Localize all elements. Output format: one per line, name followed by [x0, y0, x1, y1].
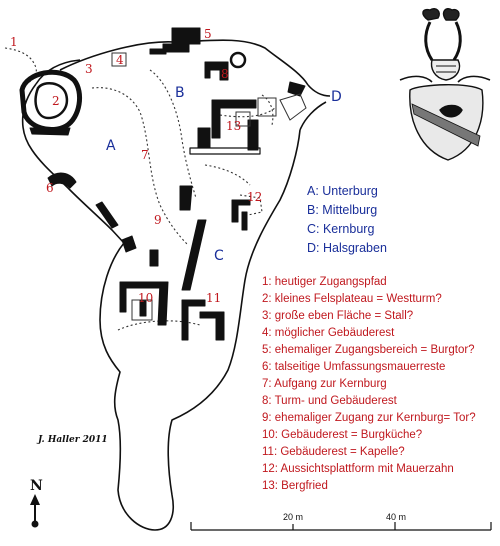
number-markers: 1 2 3 4 5 6 7 8 9 10 11 12 13 [10, 27, 262, 305]
legend-item-8: 8: Turm- und Gebäuderest [262, 395, 398, 407]
marker-13: 13 [226, 119, 241, 133]
marker-3: 3 [85, 62, 93, 76]
scale-label-40m: 40 m [386, 512, 406, 522]
legend-item-1: 1: heutiger Zugangspfad [262, 276, 387, 288]
marker-12: 12 [247, 190, 262, 204]
legend-item-5: 5: ehemaliger Zugangsbereich = Burgtor? [262, 344, 475, 356]
marker-2: 2 [52, 94, 60, 108]
outline-structures [111, 52, 307, 321]
author-signature: J. Haller 2011 [36, 435, 108, 445]
zone-label-c: C [214, 248, 224, 264]
legend-item-2: 2: kleines Felsplateau = Westturm? [262, 293, 442, 305]
legend-zones: A: Unterburg B: Mittelburg C: Kernburg D… [307, 184, 387, 255]
legend-items: 1: heutiger Zugangspfad 2: kleines Felsp… [262, 276, 476, 492]
legend-item-6: 6: talseitige Umfassungsmauerreste [262, 361, 445, 373]
marker-10: 10 [138, 291, 153, 305]
gebaeuderest-4 [111, 52, 127, 67]
zone-label-a: A [106, 138, 116, 154]
legend-item-12: 12: Aussichtsplattform mit Mauerzahn [262, 463, 454, 475]
zone-labels: A B C D [106, 85, 342, 264]
scale-bar [190, 522, 492, 531]
marker-8: 8 [221, 67, 229, 81]
wall-remains [19, 27, 306, 341]
marker-1: 1 [10, 35, 18, 49]
north-label: N [30, 478, 43, 494]
legend-zone-a: A: Unterburg [307, 184, 378, 198]
marker-7: 7 [141, 148, 149, 162]
legend-item-10: 10: Gebäuderest = Burgküche? [262, 429, 422, 441]
legend-zone-d: D: Halsgraben [307, 241, 387, 255]
scale-label-20m: 20 m [283, 512, 303, 522]
legend-item-9: 9: ehemaliger Zugang zur Kernburg= Tor? [262, 412, 476, 424]
legend-item-7: 7: Aufgang zur Kernburg [262, 378, 387, 390]
zone-label-d: D [331, 89, 342, 105]
legend-item-11: 11: Gebäuderest = Kapelle? [262, 446, 405, 458]
legend-item-3: 3: große eben Fläche = Stall? [262, 310, 413, 322]
marker-5: 5 [204, 27, 212, 41]
coat-of-arms-icon [399, 8, 491, 161]
zone-label-b: B [175, 85, 185, 101]
legend-item-4: 4: möglicher Gebäuderest [262, 327, 395, 339]
marker-4: 4 [116, 53, 124, 67]
north-arrow-icon: N [30, 478, 43, 528]
marker-9: 9 [154, 213, 162, 227]
legend-zone-c: C: Kernburg [307, 222, 374, 236]
marker-11: 11 [206, 291, 221, 305]
legend-item-13: 13: Bergfried [262, 480, 328, 492]
marker-6: 6 [46, 181, 54, 195]
legend-zone-b: B: Mittelburg [307, 203, 377, 217]
